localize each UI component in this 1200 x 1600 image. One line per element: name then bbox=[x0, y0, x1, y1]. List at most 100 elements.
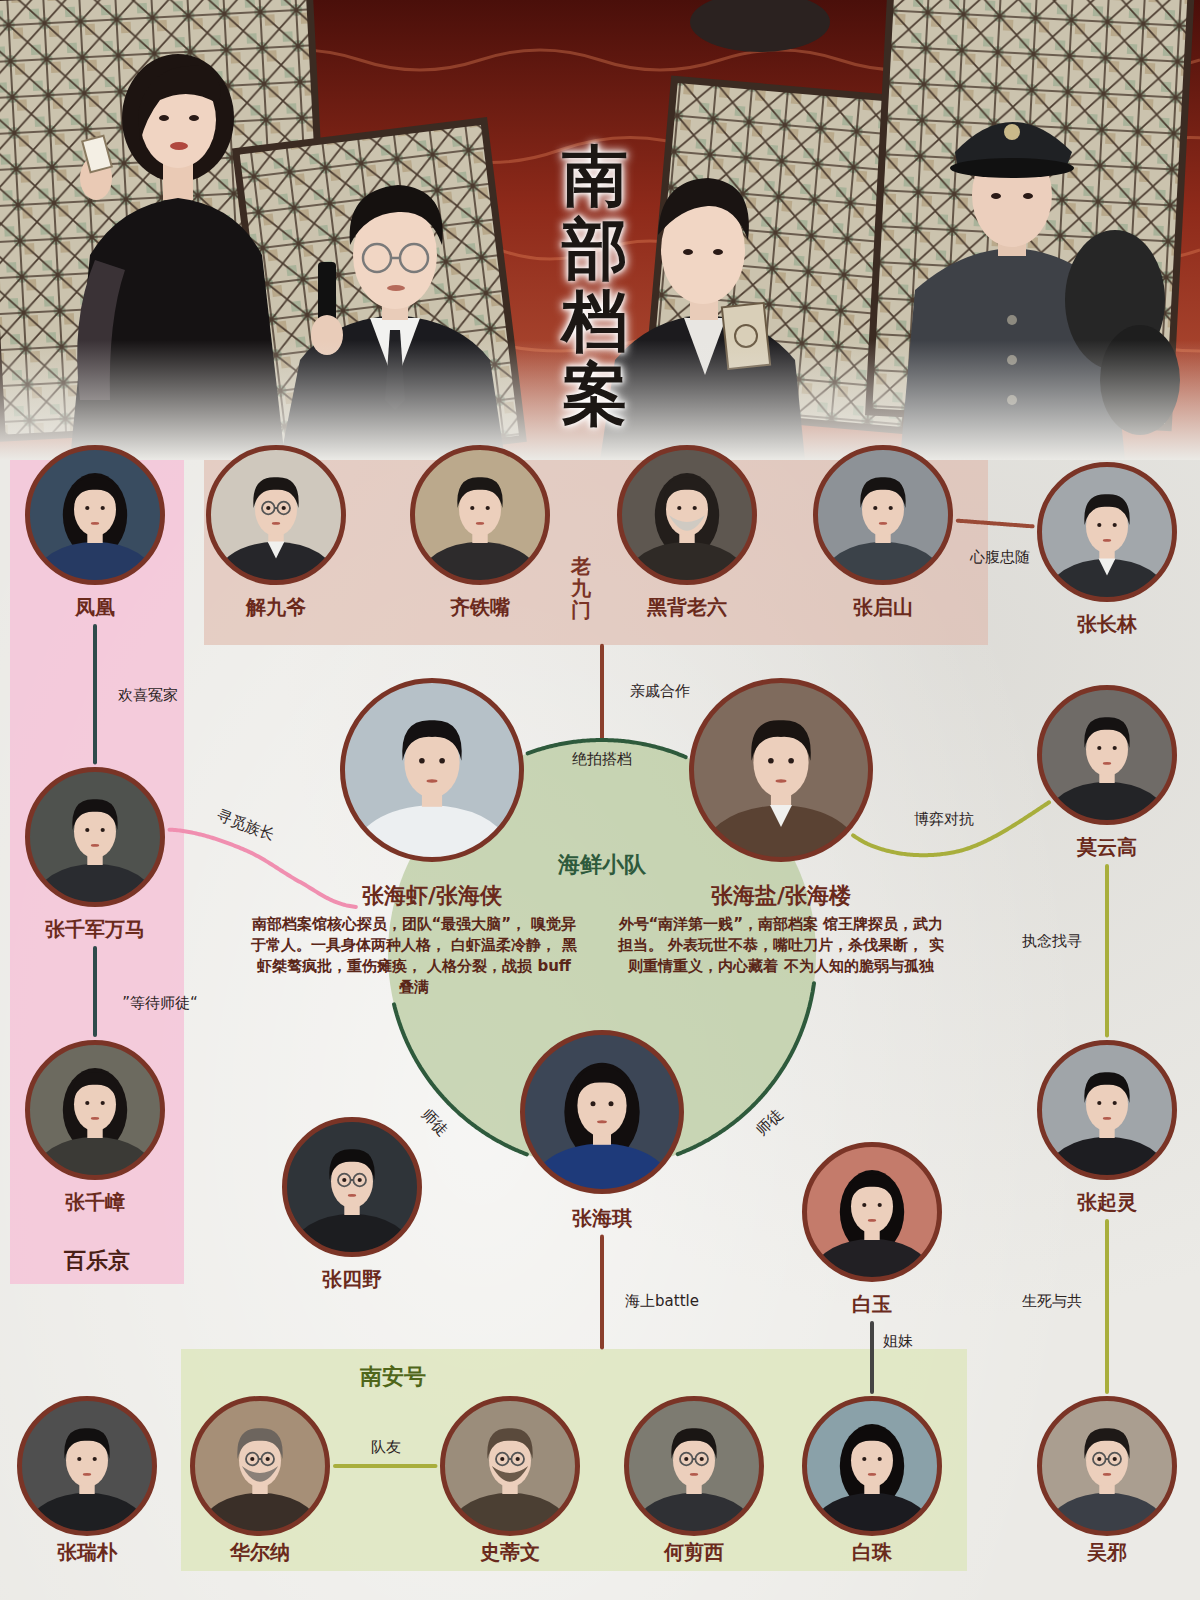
character-avatar: 张千嶂 bbox=[25, 1040, 165, 1215]
character-avatar: 张瑞朴 bbox=[17, 1396, 157, 1565]
relation-line bbox=[870, 1323, 874, 1392]
relation-line bbox=[93, 948, 97, 1035]
avatar-portrait bbox=[617, 445, 757, 585]
relation-label: ”等待师徒“ bbox=[122, 994, 198, 1012]
character-avatar: 张海盐/张海楼外号“南洋第一贱”，南部档案 馆王牌探员，武力担当。 外表玩世不恭… bbox=[616, 678, 946, 977]
relation-line bbox=[600, 1237, 604, 1348]
character-name: 黑背老六 bbox=[647, 595, 727, 620]
character-name: 张海琪 bbox=[572, 1206, 632, 1231]
relation-label: 博弈对抗 bbox=[914, 810, 974, 828]
character-name: 张四野 bbox=[322, 1267, 382, 1292]
character-avatar: 吴邪 bbox=[1037, 1396, 1177, 1565]
character-avatar: 华尔纳 bbox=[190, 1396, 330, 1565]
avatar-portrait bbox=[1037, 1040, 1177, 1180]
character-avatar: 何剪西 bbox=[624, 1396, 764, 1565]
avatar-portrait bbox=[282, 1117, 422, 1257]
character-name: 何剪西 bbox=[664, 1540, 724, 1565]
character-description: 外号“南洋第一贱”，南部档案 馆王牌探员，武力担当。 外表玩世不恭，嘴吐刀片，杀… bbox=[616, 914, 946, 978]
character-name: 张长林 bbox=[1077, 612, 1137, 637]
character-name: 齐铁嘴 bbox=[450, 595, 510, 620]
character-name: 张千嶂 bbox=[65, 1190, 125, 1215]
character-avatar: 凤凰 bbox=[25, 445, 165, 620]
group-name: 南安号 bbox=[313, 1363, 473, 1391]
character-avatar: 张启山 bbox=[813, 445, 953, 620]
avatar-portrait bbox=[520, 1030, 684, 1194]
character-name: 华尔纳 bbox=[230, 1540, 290, 1565]
relation-line bbox=[93, 626, 97, 763]
relation-label: 生死与共 bbox=[1022, 1292, 1082, 1310]
group-name: 老九门 bbox=[571, 555, 591, 621]
avatar-portrait bbox=[1037, 1396, 1177, 1536]
relation-label: 师徒 bbox=[752, 1105, 786, 1139]
character-name: 吴邪 bbox=[1087, 1540, 1127, 1565]
character-name: 张瑞朴 bbox=[57, 1540, 117, 1565]
character-name: 莫云高 bbox=[1077, 835, 1137, 860]
character-name: 凤凰 bbox=[75, 595, 115, 620]
avatar-portrait bbox=[624, 1396, 764, 1536]
character-name: 张海盐/张海楼 bbox=[711, 882, 851, 910]
avatar-portrait bbox=[1037, 685, 1177, 825]
avatar-portrait bbox=[1037, 462, 1177, 602]
avatar-portrait bbox=[813, 445, 953, 585]
group-band: 百乐京 凤凰张千军万马张千嶂 bbox=[10, 439, 184, 1284]
avatar-portrait bbox=[440, 1396, 580, 1536]
character-avatar: 白玉 bbox=[802, 1142, 942, 1317]
relation-line bbox=[1105, 866, 1109, 1036]
character-name: 张海虾/张海侠 bbox=[362, 882, 502, 910]
avatar-portrait bbox=[802, 1396, 942, 1536]
relation-label: 心腹忠随 bbox=[970, 548, 1030, 566]
avatar-portrait bbox=[410, 445, 550, 585]
relation-line bbox=[335, 1464, 436, 1468]
relation-line bbox=[853, 802, 1049, 855]
relation-line bbox=[170, 830, 356, 907]
relation-label: 姐妹 bbox=[883, 1332, 913, 1350]
character-avatar: 莫云高 bbox=[1037, 685, 1177, 860]
relation-label: 寻觅族长 bbox=[215, 806, 278, 843]
avatar-portrait bbox=[206, 445, 346, 585]
character-avatar: 解九爷 bbox=[206, 445, 346, 620]
character-name: 张千军万马 bbox=[45, 917, 145, 942]
avatar-portrait bbox=[25, 445, 165, 585]
character-avatar: 张起灵 bbox=[1037, 1040, 1177, 1215]
avatar-portrait bbox=[689, 678, 873, 862]
group-band: 南安号华尔纳 史蒂文 何剪西 白珠 bbox=[181, 1349, 967, 1571]
relation-label: 海上battle bbox=[625, 1292, 699, 1310]
character-avatar: 史蒂文 bbox=[440, 1396, 580, 1565]
character-avatar: 张四野 bbox=[282, 1117, 422, 1292]
character-name: 张起灵 bbox=[1077, 1190, 1137, 1215]
avatar-portrait bbox=[25, 767, 165, 907]
group-name: 百乐京 bbox=[10, 1247, 184, 1275]
avatar-portrait bbox=[25, 1040, 165, 1180]
character-avatar: 张长林 bbox=[1037, 462, 1177, 637]
lamp-ornament bbox=[690, 0, 830, 52]
group-band: 老九门解九爷 齐铁嘴 黑背老六 张启山 bbox=[204, 431, 988, 645]
character-avatar: 张海琪 bbox=[520, 1030, 684, 1231]
character-avatar: 张千军万马 bbox=[25, 767, 165, 942]
poster-title: 南部档案 bbox=[562, 140, 628, 430]
avatar-portrait bbox=[340, 678, 524, 862]
character-name: 张启山 bbox=[853, 595, 913, 620]
character-avatar: 黑背老六 bbox=[617, 445, 757, 620]
relation-label: 执念找寻 bbox=[1022, 932, 1082, 950]
character-name: 白珠 bbox=[852, 1540, 892, 1565]
connector-group bbox=[95, 521, 1107, 1466]
character-description: 南部档案馆核心探员，团队“最强大脑”， 嗅觉异于常人。一具身体两种人格， 白虾温… bbox=[249, 914, 579, 999]
character-name: 解九爷 bbox=[246, 595, 306, 620]
team-circle: 海鲜小队张海虾/张海侠南部档案馆核心探员，团队“最强大脑”， 嗅觉异于常人。一具… bbox=[388, 740, 816, 1168]
relation-label: 欢喜冤家 bbox=[118, 686, 178, 704]
avatar-portrait bbox=[802, 1142, 942, 1282]
relation-label: 绝拍搭档 bbox=[572, 750, 632, 768]
relation-label: 队友 bbox=[371, 1438, 401, 1456]
character-avatar: 白珠 bbox=[802, 1396, 942, 1565]
relation-line bbox=[1105, 1221, 1109, 1392]
avatar-portrait bbox=[17, 1396, 157, 1536]
character-name: 白玉 bbox=[852, 1292, 892, 1317]
relation-line bbox=[600, 646, 604, 739]
avatar-portrait bbox=[190, 1396, 330, 1536]
character-avatar: 齐铁嘴 bbox=[410, 445, 550, 620]
relation-label: 师徒 bbox=[418, 1105, 452, 1139]
relation-label: 亲戚合作 bbox=[630, 682, 690, 700]
character-avatar: 张海虾/张海侠南部档案馆核心探员，团队“最强大脑”， 嗅觉异于常人。一具身体两种… bbox=[267, 678, 597, 999]
character-name: 史蒂文 bbox=[480, 1540, 540, 1565]
